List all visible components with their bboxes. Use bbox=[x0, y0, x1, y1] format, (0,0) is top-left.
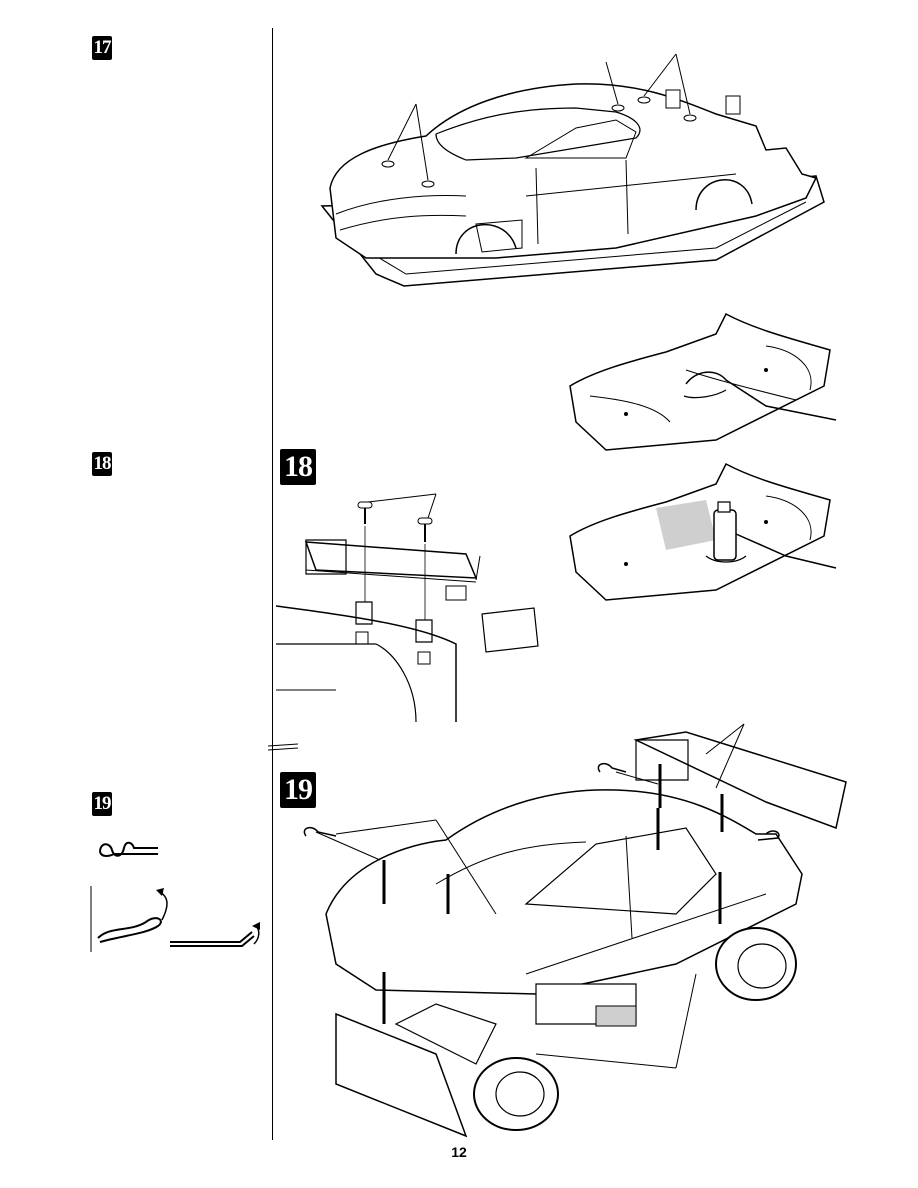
clip-removal-illustration bbox=[90, 886, 270, 956]
body-spray-illustration bbox=[566, 460, 836, 610]
wing-mounting-illustration bbox=[276, 494, 546, 724]
body-clip-icon bbox=[96, 834, 166, 864]
page-number: 12 bbox=[0, 1144, 918, 1160]
body-cleaning-illustration bbox=[566, 310, 836, 460]
car-chassis-assembly-illustration bbox=[296, 724, 852, 1136]
step-18-large-badge: 18 bbox=[280, 449, 316, 485]
column-divider bbox=[272, 28, 273, 1140]
car-body-illustration bbox=[316, 48, 836, 294]
step-19-badge: 19 bbox=[92, 792, 112, 816]
step-17-badge: 17 bbox=[92, 36, 112, 60]
step-18-badge: 18 bbox=[92, 452, 112, 476]
